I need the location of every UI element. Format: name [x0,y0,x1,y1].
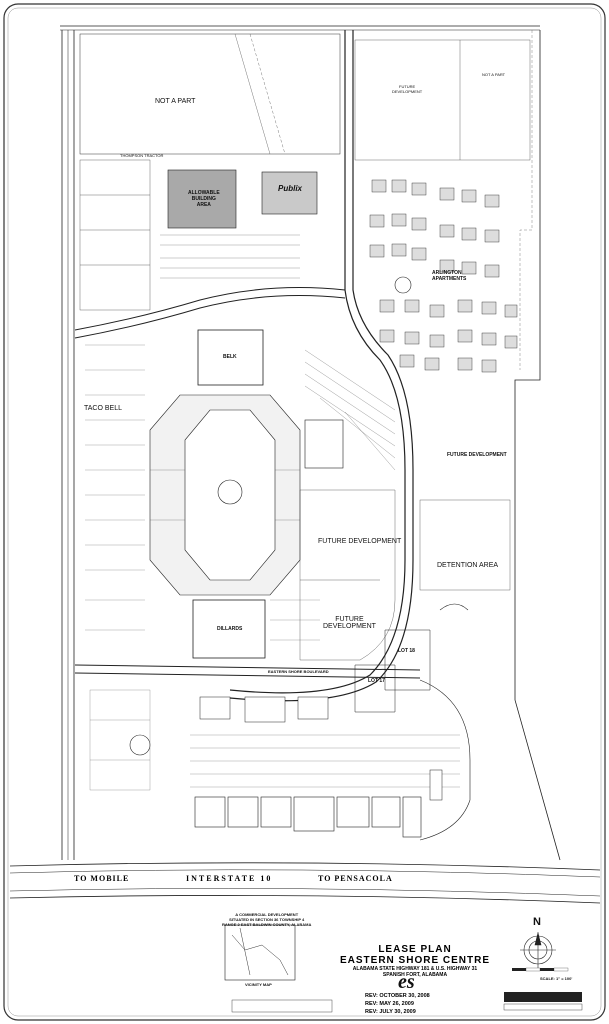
revision-1: REV: OCTOBER 30, 2008 [365,993,430,999]
label-to-pensacola: TO PENSACOLA [318,874,393,883]
label-allowable-building-area: ALLOWABLE BUILDING AREA [188,190,220,208]
label-publix: Publix [278,184,303,193]
vicinity-map-label: VICINITY MAP [245,982,272,987]
revision-2: REV: MAY 26, 2009 [365,1001,414,1007]
mall [149,394,301,596]
engineer-logo [504,992,582,1002]
interstate-10 [9,862,601,904]
label-future-dev-lower: FUTURE DEVELOPMENT [323,616,376,630]
label-eastern-shore-boulevard: EASTERN SHORE BOULEVARD [268,669,329,674]
label-taco-bell: TACO BELL [84,405,122,412]
scale-label: SCALE: 1" = 100' [540,976,573,981]
vicinity-caption: A COMMERCIAL DEVELOPMENT SITUATED IN SEC… [222,912,312,927]
label-dillards: DILLARDS [217,626,243,632]
publix-building [261,171,318,215]
label-future-dev-center: FUTURE DEVELOPMENT [318,538,402,545]
title-block: LEASE PLAN EASTERN SHORE CENTRE ALABAMA … [330,944,500,978]
label-not-a-part-right: NOT A PART [482,72,506,77]
label-future-dev-right: FUTURE DEVELOPMENT [447,452,507,458]
label-to-mobile: TO MOBILE [74,874,130,883]
lease-plan-title: LEASE PLAN [378,944,452,955]
label-not-a-part-top: NOT A PART [155,98,196,105]
arlington-apartments [369,179,518,373]
dillards-building [192,599,266,659]
label-arlington-apartments: ARLINGTON APARTMENTS [432,270,467,282]
label-detention-area: DETENTION AREA [437,562,499,569]
belk-building [197,329,264,386]
vicinity-map [224,924,296,981]
highways-subtitle: ALABAMA STATE HIGHWAY 181 & U.S. HIGHWAY… [352,966,478,972]
main-drive [229,30,414,702]
north-arrow-icon [520,932,556,968]
location-subtitle: SPANISH FORT, ALABAMA [382,972,448,978]
revision-3: REV: JULY 30, 2009 [365,1009,416,1015]
label-future-dev-top: FUTURE DEVELOPMENT [392,84,423,94]
allowable-building [167,169,237,229]
label-thompson-tractor: THOMPSON TRACTOR [120,153,164,158]
centre-name: EASTERN SHORE CENTRE [339,955,490,966]
north-label: N [533,916,541,928]
label-lot-17: LOT 17 [368,678,385,684]
label-belk: BELK [223,354,237,360]
label-interstate-10: INTERSTATE 10 [186,874,273,883]
scale-bar [512,967,569,972]
label-lot-18: LOT 18 [398,648,415,654]
sheet-border [3,3,606,1021]
es-logo: es [398,971,415,993]
highway-181-left [61,30,75,860]
